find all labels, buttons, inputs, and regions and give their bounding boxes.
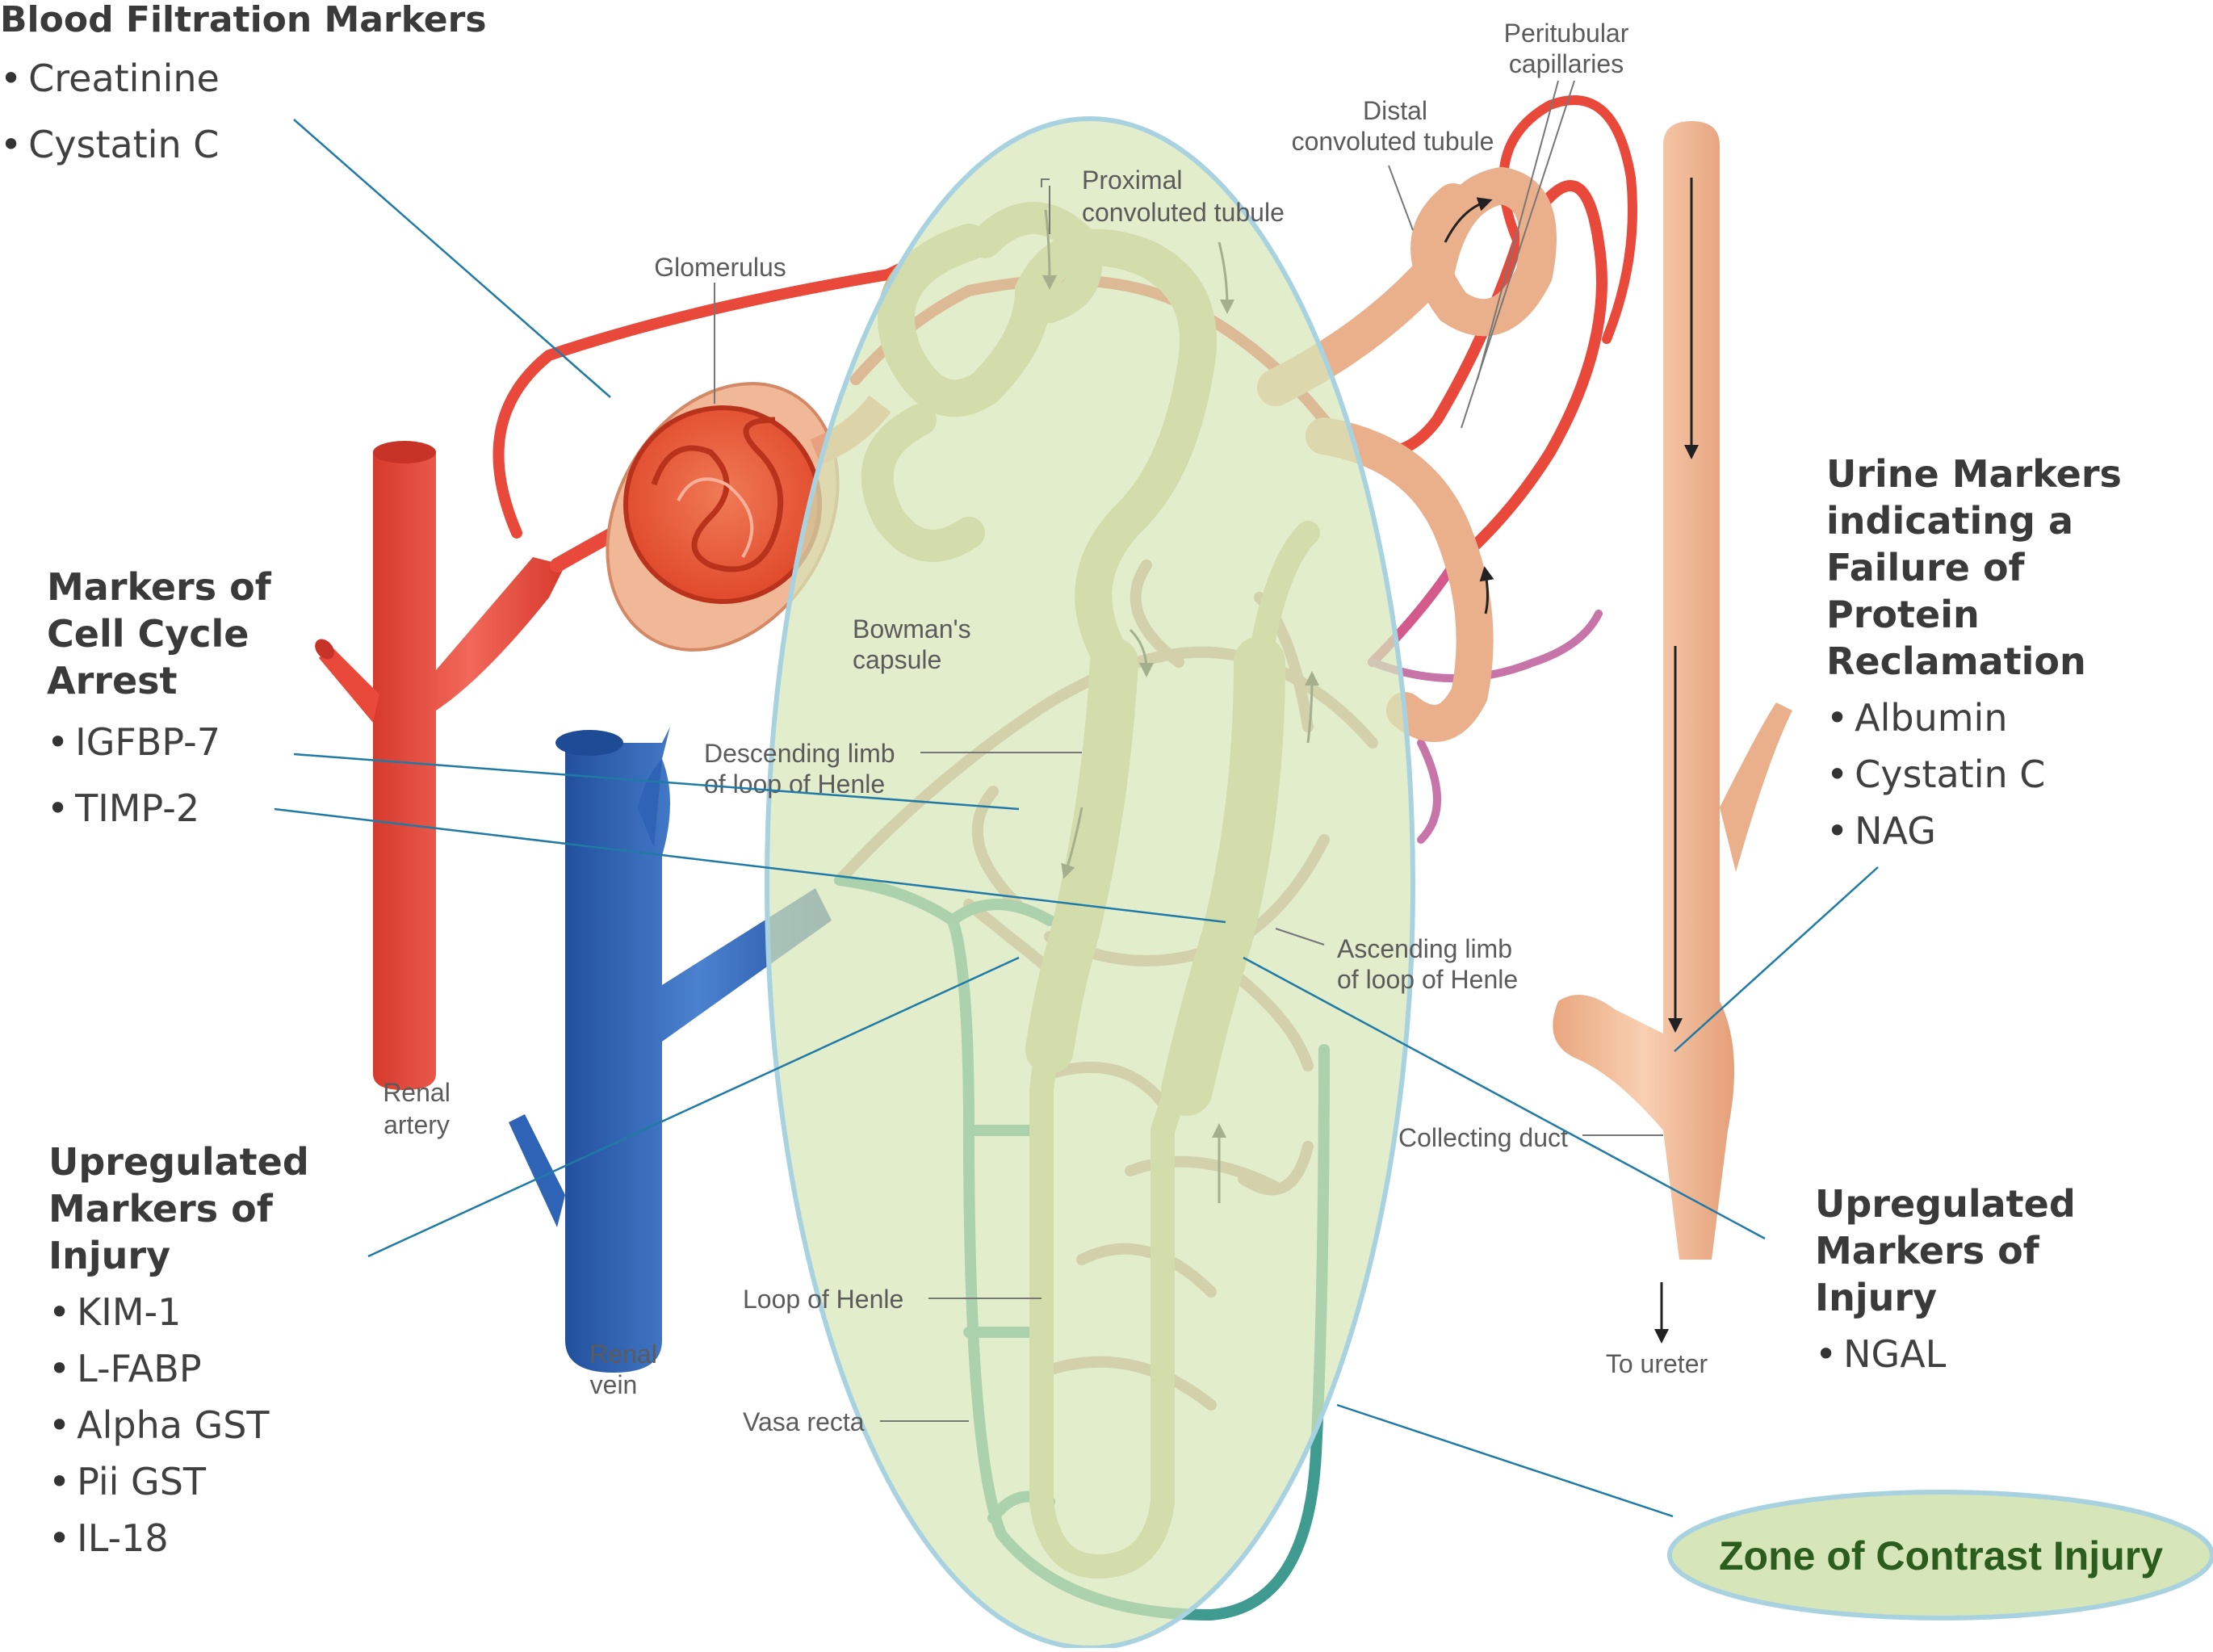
zone-label: Zone of Contrast Injury <box>1670 1487 2212 1625</box>
zone-label-pill <box>1667 1490 2213 1621</box>
label-glomerulus: Glomerulus <box>654 253 786 282</box>
panel-title: Urine Markers indicating a Failure of Pr… <box>1826 452 2122 683</box>
marker-item: Albumin <box>1826 690 2165 746</box>
label-peritubular-l1: Peritubular <box>1504 19 1629 48</box>
marker-item: NGAL <box>1815 1326 2106 1382</box>
label-proximal-l1: Proximal <box>1082 166 1182 195</box>
label-renal-vein-l1: Renal <box>589 1340 657 1369</box>
label-vasa-recta: Vasa recta <box>743 1407 865 1436</box>
label-distal-l2: convoluted tubule <box>1292 127 1494 156</box>
panel-title: Upregulated Markers of Injury <box>1815 1182 2076 1319</box>
zone-label-text: Zone of Contrast Injury <box>1719 1533 2163 1579</box>
label-distal-l1: Distal <box>1363 96 1427 125</box>
blood-filtration-markers: Blood Filtration Markers Creatinine Cyst… <box>0 0 487 178</box>
marker-item: Alpha GST <box>48 1397 339 1453</box>
collecting-duct <box>1553 121 1792 1344</box>
label-proximal-l2: convoluted tubule <box>1082 198 1285 227</box>
anatomy-leaders <box>714 80 1663 1422</box>
label-descending-l2: of loop of Henle <box>704 769 885 799</box>
marker-item: Cystatin C <box>0 111 487 178</box>
marker-item: IGFBP-7 <box>47 709 313 775</box>
label-renal-artery-l2: artery <box>384 1110 450 1139</box>
panel-title: Markers of Cell Cycle Arrest <box>47 565 271 702</box>
marker-item: Pii GST <box>48 1453 339 1510</box>
label-renal-artery-l1: Renal <box>383 1078 451 1107</box>
label-loop-henle: Loop of Henle <box>743 1285 903 1314</box>
marker-item: KIM-1 <box>48 1284 339 1340</box>
label-to-ureter: To ureter <box>1606 1349 1708 1378</box>
label-descending-l1: Descending limb <box>704 739 895 768</box>
marker-item: TIMP-2 <box>47 775 313 841</box>
marker-item: L-FABP <box>48 1340 339 1397</box>
injury-markers-right: Upregulated Markers of Injury NGAL <box>1815 1180 2106 1382</box>
glomerulus <box>606 382 891 652</box>
urine-markers: Urine Markers indicating a Failure of Pr… <box>1826 451 2165 859</box>
marker-item: Cystatin C <box>1826 746 2165 803</box>
panel-title: Blood Filtration Markers <box>0 0 487 40</box>
label-collecting-duct: Collecting duct <box>1398 1123 1568 1152</box>
renal-artery <box>315 441 565 1090</box>
anatomy-labels: Peritubular capillaries Distal convolute… <box>383 19 1708 1436</box>
marker-item: IL-18 <box>48 1510 339 1566</box>
marker-item: Creatinine <box>0 45 487 111</box>
injury-markers-left: Upregulated Markers of Injury KIM-1 L-FA… <box>48 1138 339 1566</box>
panel-title: Upregulated Markers of Injury <box>48 1140 309 1277</box>
label-ascending-l1: Ascending limb <box>1337 934 1512 963</box>
label-renal-vein-l2: vein <box>590 1370 638 1399</box>
label-bowman-l1: Bowman's <box>853 614 971 644</box>
marker-item: NAG <box>1826 803 2165 859</box>
label-ascending-l2: of loop of Henle <box>1337 965 1518 994</box>
cell-cycle-arrest-markers: Markers of Cell Cycle Arrest IGFBP-7 TIM… <box>47 564 313 841</box>
label-bowman-l2: capsule <box>853 645 941 674</box>
label-peritubular-l2: capillaries <box>1509 49 1624 78</box>
